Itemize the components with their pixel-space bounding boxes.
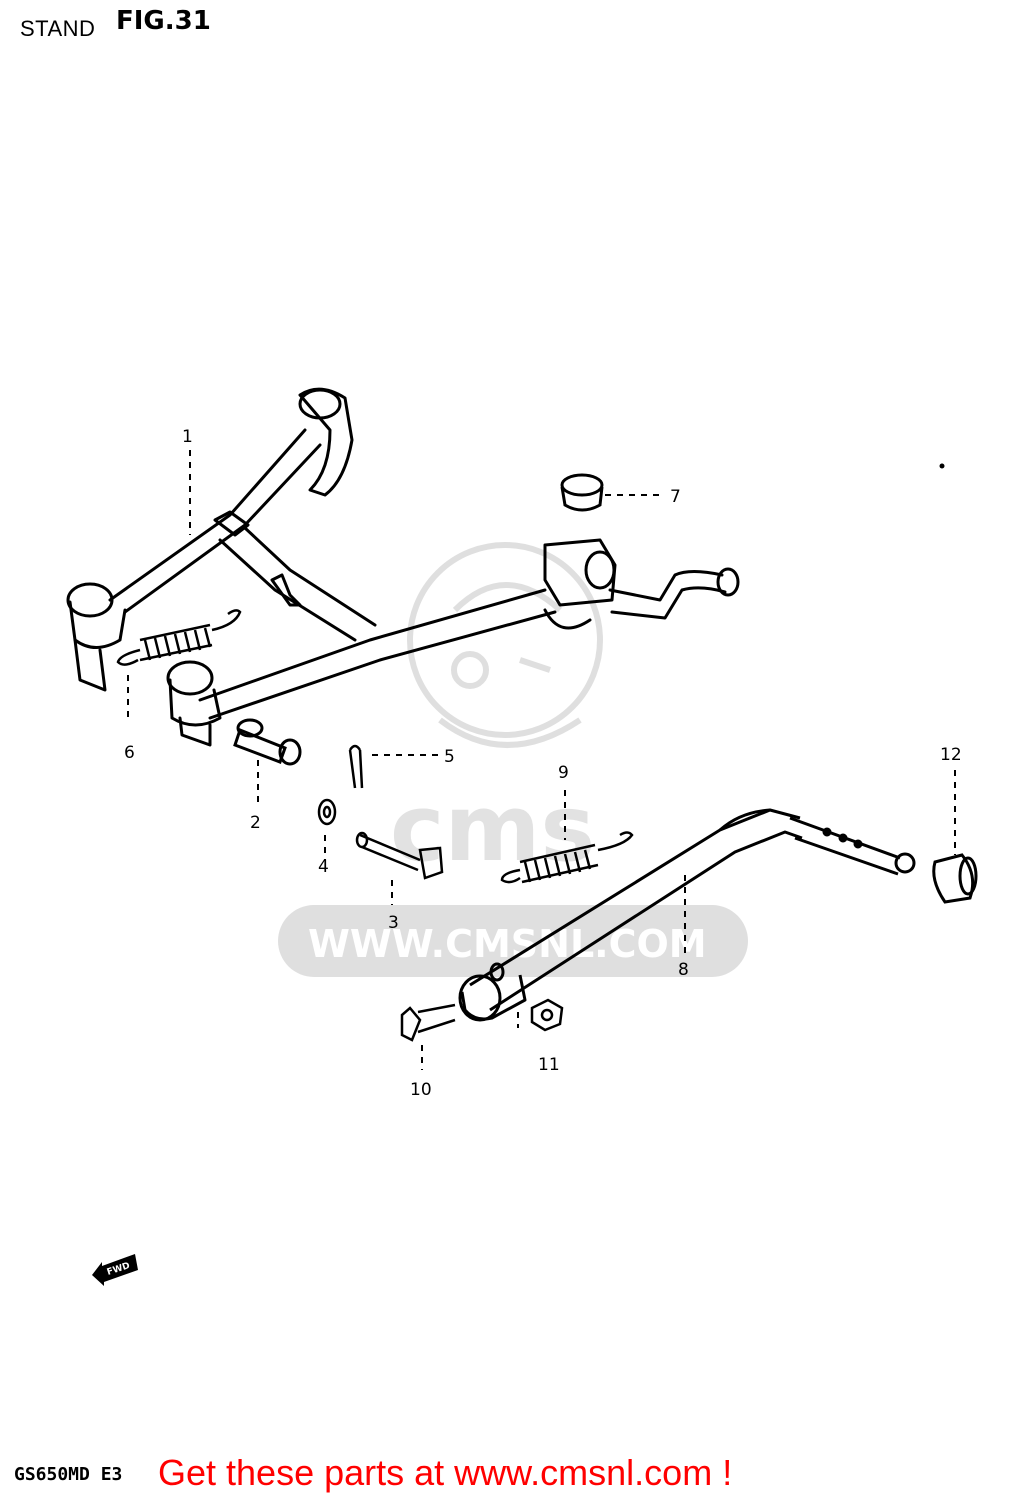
forward-arrow-icon (92, 1254, 138, 1286)
callout-10: 10 (410, 1080, 432, 1100)
callout-12: 12 (940, 745, 962, 765)
callout-9: 9 (558, 763, 569, 783)
part-9-side-stand-spring[interactable] (500, 831, 634, 884)
callout-2: 2 (250, 813, 261, 833)
callout-labels: 1 2 3 4 5 6 7 8 9 10 11 12 (124, 427, 962, 1100)
part-4-washer[interactable] (317, 798, 337, 826)
part-8-side-stand[interactable] (458, 808, 916, 1022)
part-11-nut[interactable] (530, 998, 564, 1032)
get-parts-link[interactable]: Get these parts at www.cmsnl.com ! (158, 1452, 733, 1493)
callout-3: 3 (388, 913, 399, 933)
callout-5: 5 (444, 747, 455, 767)
callout-4: 4 (318, 857, 329, 877)
figure-number: FIG.31 (116, 6, 211, 36)
watermark-banner (278, 905, 748, 977)
forward-direction-indicator: FWD (92, 1254, 138, 1286)
watermark-mascot-eye (451, 651, 489, 689)
part-12-stand-rubber[interactable] (932, 853, 978, 904)
leader-lines (127, 450, 956, 1070)
watermark-mascot-wink (519, 657, 551, 673)
model-code: GS650MD E3 (14, 1464, 123, 1485)
part-6-stand-spring[interactable] (116, 609, 242, 666)
watermark-mascot-brow (452, 582, 563, 613)
part-3-pivot-bolt[interactable] (355, 831, 444, 880)
callout-1: 1 (182, 427, 193, 447)
watermark-url: WWW.CMSNL.COM (308, 922, 707, 966)
watermark (278, 542, 748, 977)
watermark-mascot-head (407, 542, 603, 738)
callout-11: 11 (538, 1055, 560, 1075)
watermark-mascot-mouth (438, 717, 582, 748)
callout-7: 7 (670, 487, 681, 507)
part-2-spacer-pipe[interactable] (233, 718, 302, 766)
stray-dot (939, 463, 945, 469)
part-10-side-stand-bolt[interactable] (400, 1003, 456, 1042)
part-7-rubber-cap[interactable] (560, 473, 604, 512)
part-5-cotter-pin[interactable] (348, 744, 364, 789)
callout-6: 6 (124, 743, 135, 763)
watermark-logo: cms (390, 775, 595, 882)
diagram-title: STAND (20, 16, 96, 41)
callout-8: 8 (678, 960, 689, 980)
part-1-center-stand-frame[interactable] (66, 387, 740, 747)
